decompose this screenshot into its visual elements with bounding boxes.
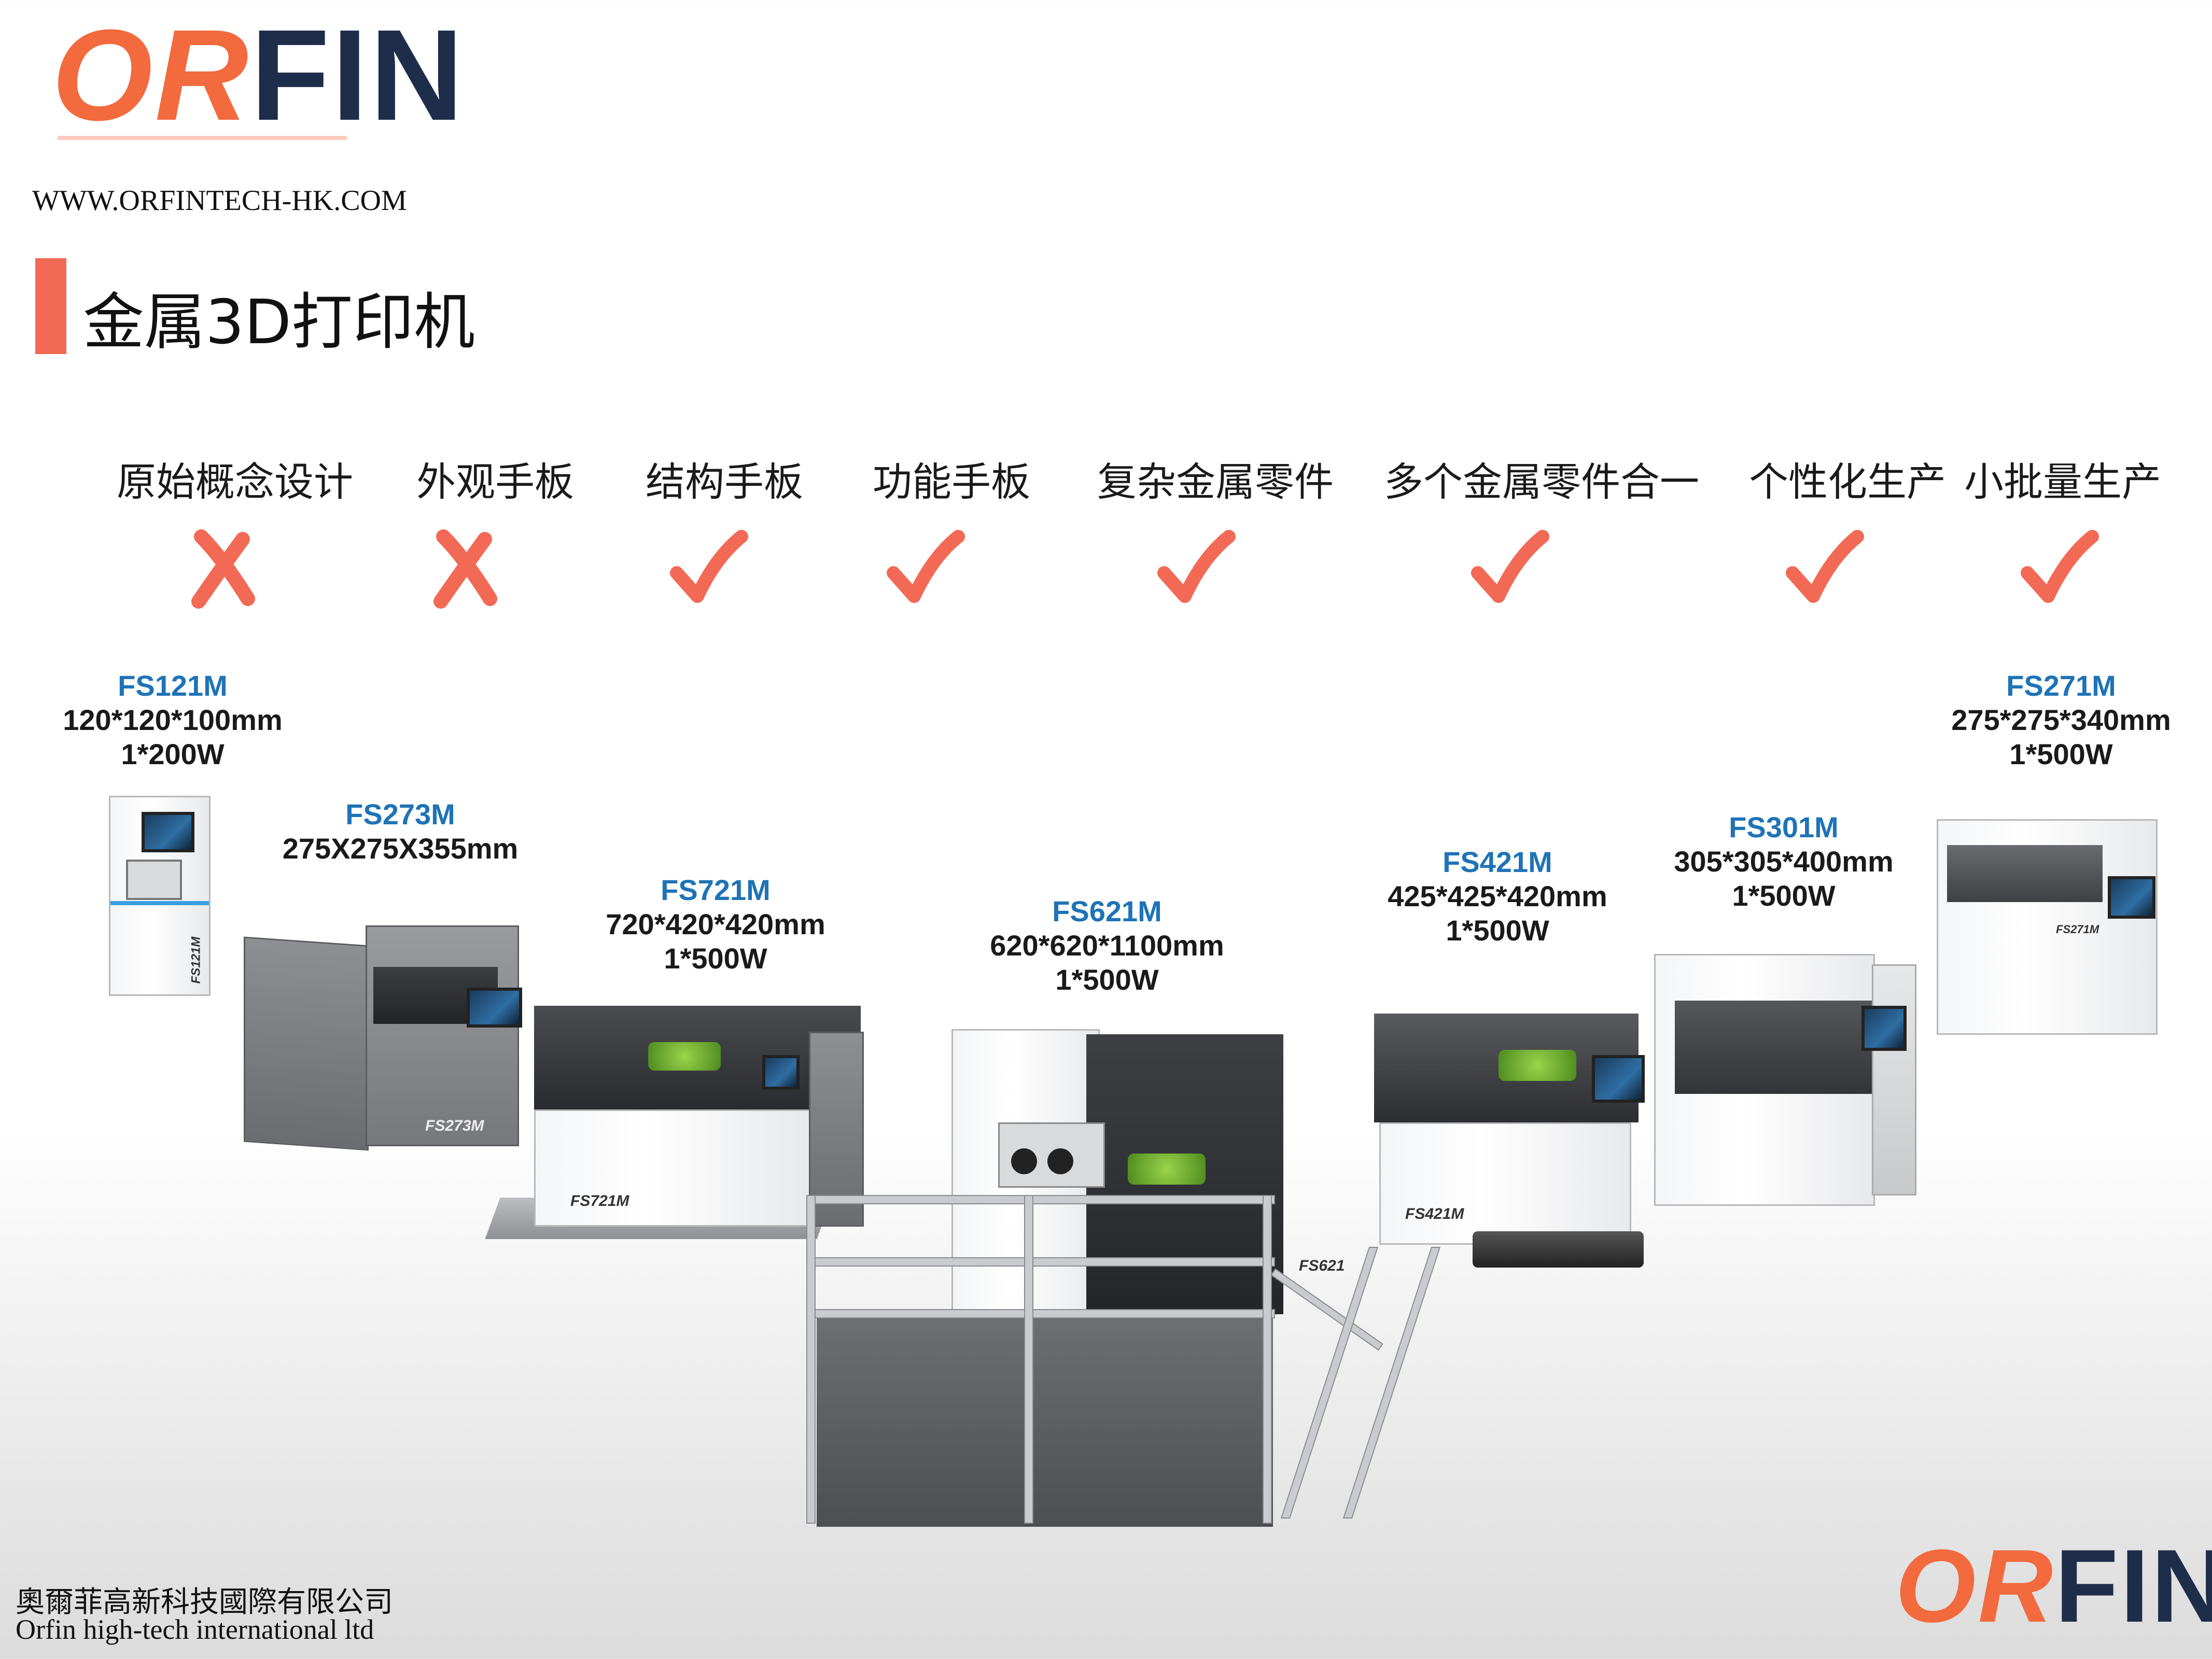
model-name: FS621M [1052,895,1162,927]
printer-fs721m: FS721M [485,1006,887,1260]
website-url: WWW.ORFINTECH-HK.COM [32,185,407,217]
printer-fs273m: FS273M [244,920,522,1151]
printer-screen [467,988,522,1028]
check-icon [670,530,748,603]
printer-screen [1861,1006,1907,1051]
check-icon [2021,530,2099,603]
model-name: FS271M [2006,669,2116,702]
model-spec: 1*500W [1446,914,1549,947]
title-accent-bar [35,258,66,354]
printer-window [1128,1154,1206,1185]
cross-icon [191,529,255,609]
model-spec: 275X275X355mm [282,832,519,865]
printer-window [126,860,182,900]
check-icon [1786,530,1864,603]
printer-fs271m: FS271M [1937,819,2158,1037]
category-label: 复杂金属零件 [1097,459,1334,505]
model-name: FS121M [118,669,228,702]
printer-fs121m: FS121M [109,796,211,996]
printer-window [1499,1050,1576,1081]
printer-screen [2108,876,2155,919]
page-title: 金属3D打印机 [83,286,475,358]
cross-icon [433,529,497,609]
check-icon [1157,530,1236,603]
model-fs421m: FS421M 425*425*420mm 1*500W [1388,845,1607,948]
category-label: 功能手板 [873,459,1030,505]
category-label: 小批量生产 [1964,459,2161,505]
printer-screen [762,1055,800,1090]
category-label: 外观手板 [416,459,574,505]
category-label: 结构手板 [646,459,803,505]
check-icon [887,530,965,603]
model-spec: 620*620*1100mm [990,929,1224,962]
printer-label: FS421M [1405,1205,1464,1222]
check-icon [1471,530,1549,603]
printer-label: FS621 [1299,1257,1345,1274]
logo-or-text: OR [1895,1528,2055,1644]
printer-label: FS271M [2056,923,2099,936]
printer-label: FS721M [570,1192,629,1210]
model-fs721m: FS721M 720*420*420mm 1*500W [606,873,825,976]
printer-screen [1592,1055,1645,1103]
model-fs621m: FS621M 620*620*1100mm 1*500W [990,894,1224,997]
model-spec: 1*500W [664,942,767,975]
model-spec: 120*120*100mm [63,704,283,736]
printer-screen [142,812,194,852]
logo-fin-text: FIN [2055,1528,2212,1644]
model-spec: 1*500W [1055,963,1159,996]
model-name: FS273M [345,798,455,831]
model-name: FS421M [1443,846,1552,878]
category-label: 多个金属零件合一 [1384,459,1699,505]
printer-fs301m [1654,954,1916,1206]
logo-reflection [57,136,347,140]
model-fs301m: FS301M 305*305*400mm 1*500W [1674,810,1893,913]
model-spec: 1*500W [1732,879,1836,912]
model-fs121m: FS121M 120*120*100mm 1*200W [63,669,282,771]
model-spec: 425*425*420mm [1388,880,1607,912]
printer-fs621m: FS621 [806,1029,1444,1540]
model-spec: 275*275*340mm [1951,704,2171,736]
model-fs271m: FS271M 275*275*340mm 1*500W [1951,669,2171,771]
company-name-cn: 奧爾菲高新科技國際有限公司 [16,1585,393,1619]
model-spec: 305*305*400mm [1674,845,1894,878]
model-spec: 1*200W [121,738,225,770]
printer-window [648,1042,721,1071]
printer-label: FS121M [189,936,203,984]
category-label: 个性化生产 [1749,459,1946,505]
model-fs273m: FS273M 275X275X355mm [283,797,519,866]
printer-fs421m: FS421M [1369,988,1649,1278]
printer-label: FS273M [425,1117,484,1134]
model-spec: 1*500W [2009,738,2113,770]
model-name: FS301M [1729,811,1839,843]
logo-fin-text: FIN [250,3,466,147]
model-name: FS721M [661,874,771,906]
category-label: 原始概念设计 [117,459,353,505]
model-spec: 720*420*420mm [606,908,825,940]
logo-or-text: OR [52,3,250,147]
company-name-en: Orfin high-tech international ltd [16,1614,374,1645]
